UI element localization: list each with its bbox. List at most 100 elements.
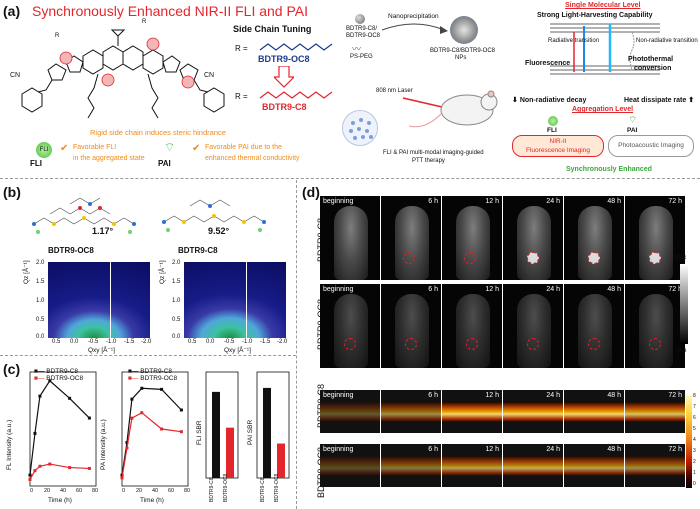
qz-label-c8: Qz [Å⁻¹] (159, 260, 166, 284)
data-point (68, 396, 72, 400)
data-point (38, 394, 42, 398)
data-point (48, 379, 52, 383)
series-line-bdtr9-c8 (29, 379, 90, 476)
giwaxs-image-oc8 (48, 262, 150, 338)
fl-oc8-6h: 6 h (381, 284, 441, 368)
data-point (125, 441, 129, 445)
qxy-label-oc8: Qxy [Å⁻¹] (88, 347, 115, 354)
pa-oc8-beginning: beginning (320, 444, 380, 487)
molecule-sphere-icon (355, 14, 365, 24)
nonrad-decay-label: ⬇ Non-radiative decay (512, 97, 587, 104)
panel-d-label: (d) (302, 184, 320, 200)
fl-xlabel: Time (h) (48, 497, 72, 504)
fl-intensity-plot (28, 371, 97, 487)
nanoprecipitation-label: Nanoprecipitation (388, 13, 439, 20)
fl-c8-72h: 72 h (625, 196, 685, 280)
pai-sbr-plot (256, 371, 290, 479)
data-point (130, 397, 134, 401)
pa-oc8-24h: 24 h (503, 444, 563, 487)
oc8-chain-label: BDTR9-OC8 (258, 54, 310, 64)
fl-c8-48h: 48 h (564, 196, 624, 280)
pa-scale-ticks: 8 7 6 5 4 3 2 1 0 (693, 393, 696, 487)
yticks-c8: 2.0 1.5 1.0 0.5 0.0 (172, 260, 181, 340)
pa-c8-48h: 48 h (564, 390, 624, 433)
down-arrow-icon (274, 66, 294, 88)
r-label-1: R (55, 33, 60, 39)
check-icon-pai: ✔ (192, 143, 201, 154)
peg-icon: 〰 (352, 44, 362, 54)
r-equals-2: R = (235, 92, 248, 101)
bar-bdtr9-oc8 (226, 427, 234, 478)
pa-intensity-plot (120, 371, 189, 487)
series-line-bdtr9-oc8 (121, 411, 182, 478)
cn-label-right: CN (204, 72, 215, 79)
fli-small-icon (548, 116, 558, 126)
nps-zoom-icon (342, 110, 378, 146)
laser-label: 808 nm Laser (376, 88, 413, 94)
pa-c8-beginning: beginning (320, 390, 380, 433)
name-oc8: BDTR9-OC8 (48, 246, 94, 255)
crystal-structure-c8 (162, 199, 266, 232)
data-point (140, 411, 144, 415)
non-radiative-label: Non-radiative transition (636, 38, 698, 44)
crystal-structure-oc8 (32, 197, 136, 234)
mouse-illustration (402, 90, 498, 128)
pa-c8-6h: 6 h (381, 390, 441, 433)
data-point (87, 466, 91, 470)
pai-bar-labels: BDTR9-C8 BDTR9-OC8 (260, 473, 280, 502)
plot-frame (29, 371, 97, 487)
fli-bar-labels: BDTR9-C8 BDTR9-OC8 (209, 473, 229, 502)
fav-pai-2: enhanced thermal conductivity (205, 155, 300, 162)
xticks-c8: 0.5 0.0 -0.5 -1.0 -1.5 -2.0 (188, 339, 288, 345)
data-point (179, 408, 183, 412)
fl-scale-bar (680, 264, 688, 344)
nir-ii-box: NIR-II Fluorescence Imaging (512, 135, 604, 157)
fli-sbr-plot (205, 371, 239, 479)
pa-legend: ■— BDTR9-C8 ■— BDTR9-OC8 (128, 368, 178, 382)
fl-legend: ■— BDTR9-C8 ■— BDTR9-OC8 (34, 368, 84, 382)
legend-oc8-marker: ■— (34, 375, 45, 382)
panel-a-label: (a) (3, 3, 21, 19)
data-point (125, 446, 129, 450)
molecule-structure (21, 29, 225, 119)
pai-badge-label: PAI (158, 159, 171, 168)
bar-bdtr9-c8 (263, 387, 271, 478)
cn-label-left: CN (10, 72, 21, 79)
data-point (140, 386, 144, 390)
heat-rate-label: Heat dissipate rate ⬆ (624, 97, 695, 104)
panel-c-charts (28, 371, 290, 487)
fl-xticks: 0 20 40 60 80 (30, 488, 99, 494)
fl-oc8-72h: 72 h (625, 284, 685, 368)
side-chain-title: Side Chain Tuning (233, 24, 312, 34)
down-arrow-small-icon: ⬇ (512, 97, 520, 104)
fluorescence-label: Fluorescence (525, 60, 571, 67)
wifi-small-icon: ⌔ (628, 115, 638, 126)
bar-bdtr9-c8 (212, 391, 220, 478)
nps-label-2: NPs (455, 55, 467, 61)
panel-a-title: Synchronously Enhanced NIR-II FLI and PA… (32, 3, 308, 19)
sync-label: Synchronously Enhanced (566, 166, 652, 173)
photothermal-label-1: Photothermal (628, 56, 674, 63)
name-c8: BDTR9-C8 (178, 246, 218, 255)
wifi-icon: ⌔ (164, 140, 176, 154)
c8-chain-label: BDTR9-C8 (262, 102, 307, 112)
pa-oc8-48h: 48 h (564, 444, 624, 487)
pa-oc8-12h: 12 h (442, 444, 502, 487)
data-point (160, 387, 164, 391)
pa-c8-72h: 72 h (625, 390, 685, 433)
photothermal-label-2: conversion (634, 65, 672, 72)
panel-c-label: (c) (3, 361, 21, 377)
data-point (120, 476, 124, 480)
fl-oc8-12h: 12 h (442, 284, 502, 368)
scale-max-label: Max (674, 254, 687, 261)
ps-peg-label: PS-PEG (350, 54, 373, 60)
up-arrow-small-icon: ⬆ (686, 97, 695, 104)
data-point (179, 430, 183, 434)
pa-imaging-box: Photoacoustic Imaging (608, 135, 694, 157)
fli-badge-label: FLI (30, 159, 42, 168)
data-point (28, 477, 32, 481)
pa-xticks: 0 20 40 60 80 (122, 488, 191, 494)
fl-c8-12h: 12 h (442, 196, 502, 280)
data-point (87, 416, 91, 420)
giwaxs-image-c8 (184, 262, 286, 338)
